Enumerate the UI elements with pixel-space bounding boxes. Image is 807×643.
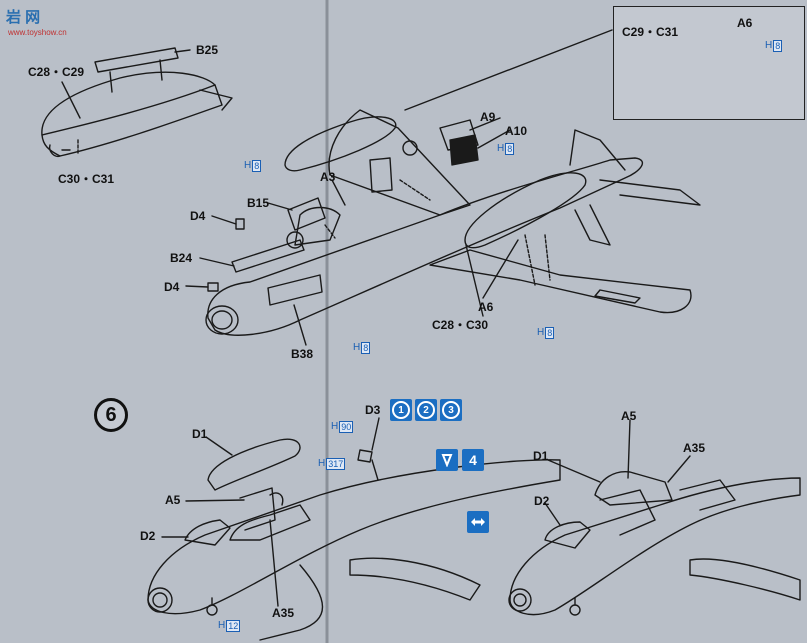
part-label-d3: D3 (365, 403, 381, 417)
drop-tank-exploded (41, 47, 233, 158)
part-label-a5-left: A5 (165, 493, 181, 507)
glue-icon (436, 449, 458, 471)
badge-3-icon: 3 (440, 399, 462, 421)
aircraft-cockpit-view-right (508, 471, 801, 616)
part-label-a9: A9 (480, 110, 496, 124)
part-label-c28-c29: C28・C29 (28, 65, 85, 79)
badge-1-icon: 1 (390, 399, 412, 421)
part-label-d1-left: D1 (192, 427, 208, 441)
part-label-d2-right: D2 (534, 494, 550, 508)
part-label-c29-c31: C29・C31 (622, 25, 679, 39)
part-label-a3: A3 (320, 170, 336, 184)
part-label-c30-c31: C30・C31 (58, 172, 115, 186)
double-arrow-icon (467, 511, 489, 533)
part-label-a6-inset: A6 (737, 16, 753, 30)
part-label-b38: B38 (291, 347, 314, 361)
part-label-d1-right: D1 (533, 449, 549, 463)
part-label-d2-left: D2 (140, 529, 156, 543)
aircraft-cockpit-view-left (147, 438, 561, 641)
badge-2-icon: 2 (415, 399, 437, 421)
site-watermark: 岩 网 (6, 6, 40, 27)
watermark-url: www.toyshow.cn (8, 28, 67, 37)
part-label-b15: B15 (247, 196, 270, 210)
badge-4-icon: 4 (462, 449, 484, 471)
part-label-a5-right: A5 (621, 409, 637, 423)
part-label-a35-left: A35 (272, 606, 295, 620)
part-label-a6-main: A6 (478, 300, 494, 314)
step-number-badge: 6 (94, 398, 128, 432)
aircraft-top-view (205, 109, 701, 336)
part-label-d4-lower: D4 (164, 280, 180, 294)
part-label-d4-upper: D4 (190, 209, 206, 223)
watermark-title: 岩 网 (6, 9, 41, 26)
part-label-b25: B25 (196, 43, 219, 57)
detail-inset-frame (613, 6, 805, 120)
part-label-b24: B24 (170, 251, 193, 265)
part-label-a10: A10 (505, 124, 528, 138)
part-label-c28-c30: C28・C30 (432, 318, 489, 332)
part-label-a35-right: A35 (683, 441, 706, 455)
